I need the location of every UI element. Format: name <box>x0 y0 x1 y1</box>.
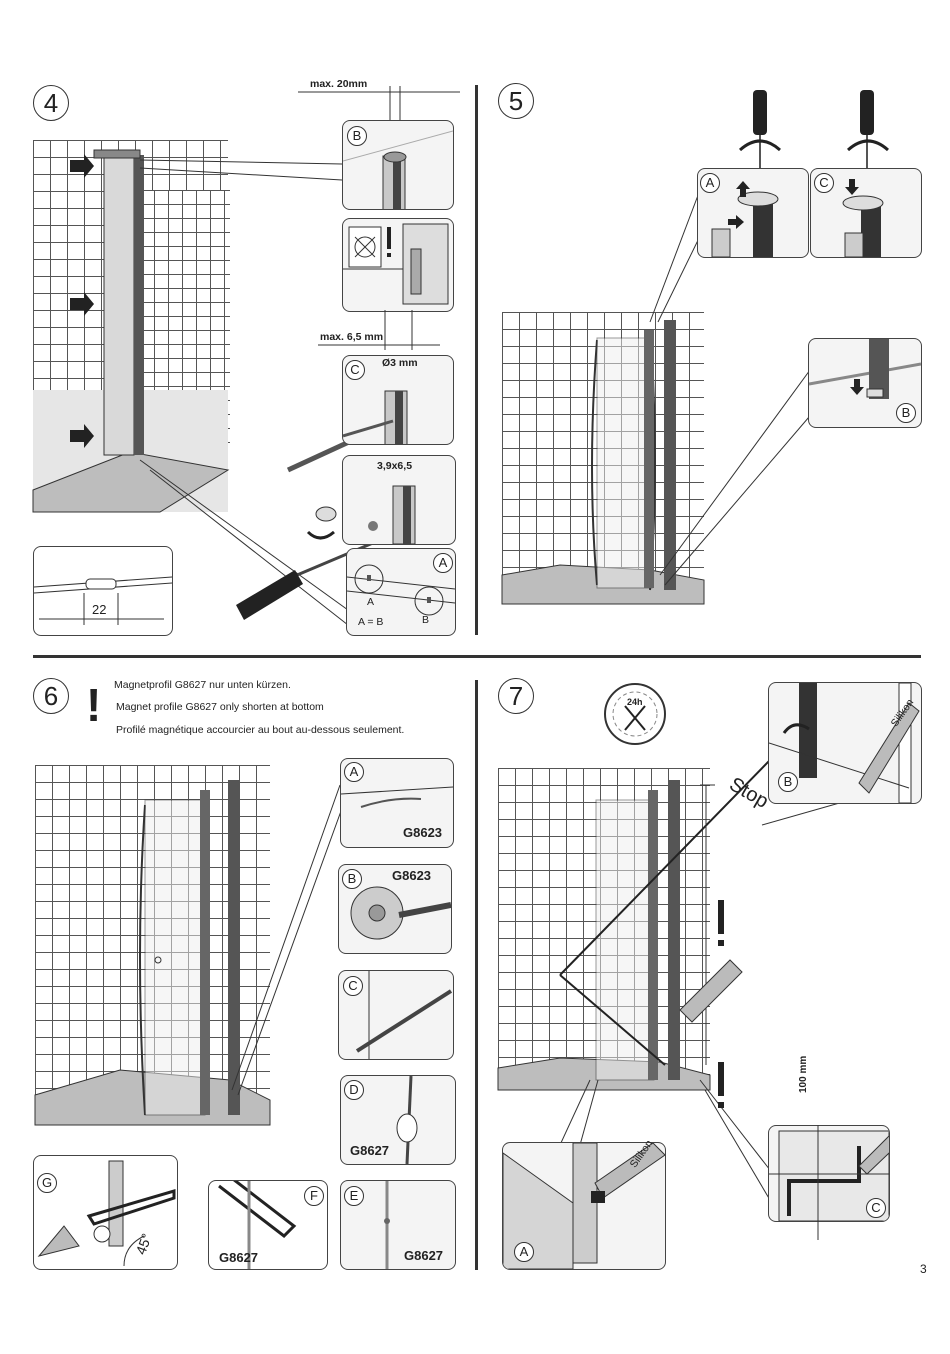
step6-code-f: G8627 <box>219 1250 258 1265</box>
step5-label-c: C <box>814 173 834 193</box>
step7-label-c: C <box>866 1198 886 1218</box>
step6-label-a: A <box>344 762 364 782</box>
step6-label-e: E <box>344 1186 364 1206</box>
step6-code-b: G8623 <box>392 868 431 883</box>
step6-label-d: D <box>344 1080 364 1100</box>
step6-label-g: G <box>37 1173 57 1193</box>
step5-label-a: A <box>700 173 720 193</box>
step6-label-f: F <box>304 1186 324 1206</box>
step5-label-b: B <box>896 403 916 423</box>
step6-code-a: G8623 <box>403 825 442 840</box>
step4-label-b: B <box>347 126 367 146</box>
step6-code-e: G8627 <box>404 1248 443 1263</box>
step7-label-a: A <box>514 1242 534 1262</box>
step4-label-a: A <box>433 553 453 573</box>
page-number: 3 <box>920 1262 927 1276</box>
step4-label-c: C <box>345 360 365 380</box>
step6-label-b: B <box>342 869 362 889</box>
step7-label-b: B <box>778 772 798 792</box>
step6-label-c: C <box>343 976 363 996</box>
step6-code-d: G8627 <box>350 1143 389 1158</box>
